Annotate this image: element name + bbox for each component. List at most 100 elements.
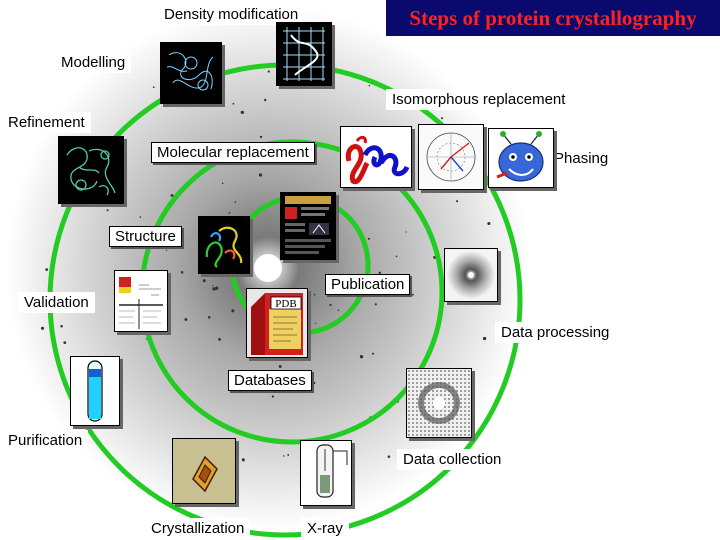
label-publication: Publication — [325, 274, 411, 295]
diffraction-spot — [337, 309, 340, 312]
test-tube-icon — [87, 360, 103, 422]
diffraction-spot — [405, 231, 407, 233]
isomorphous-replacement-thumbnail — [418, 124, 484, 190]
diffraction-spot — [329, 303, 332, 307]
diffraction-spot — [267, 70, 270, 73]
density-modification-thumbnail — [276, 22, 332, 86]
diffraction-spot — [45, 268, 49, 271]
diffraction-spot — [106, 209, 109, 212]
diffraction-spot — [40, 326, 45, 330]
diffraction-spot — [482, 336, 487, 341]
diffraction-spot — [359, 355, 364, 359]
label-databases: Databases — [228, 370, 312, 391]
diffraction-spot — [231, 309, 235, 313]
diffraction-spot — [456, 200, 459, 203]
label-phasing: Phasing — [548, 148, 615, 169]
label-isomorphous-replacement: Isomorphous replacement — [386, 89, 572, 110]
diffraction-spot — [215, 286, 219, 290]
diffraction-spot — [271, 395, 275, 398]
pdb-book-icon: PDB — [251, 293, 303, 355]
diffraction-spot — [63, 341, 67, 344]
structure-thumbnail — [198, 216, 250, 274]
electron-density-icon — [66, 147, 116, 196]
diffraction-spot — [259, 135, 263, 139]
data-processing-thumbnail — [444, 248, 498, 302]
validation-report-icon — [119, 277, 163, 329]
diffraction-spot — [207, 315, 211, 319]
diffraction-spot — [367, 237, 370, 240]
label-validation: Validation — [18, 292, 95, 313]
diffraction-spot — [202, 279, 206, 283]
diffraction-spot — [313, 293, 316, 296]
diffraction-image-icon — [447, 251, 495, 299]
label-modelling: Modelling — [55, 52, 132, 73]
pdb-label: PDB — [275, 298, 296, 310]
validation-thumbnail — [114, 270, 168, 332]
label-density-modification: Density modification — [158, 4, 305, 25]
diffraction-spot — [232, 102, 235, 105]
diffraction-spot — [165, 249, 168, 251]
diffraction-spot — [234, 201, 237, 203]
purification-thumbnail — [70, 356, 120, 426]
diffraction-spot — [258, 173, 263, 177]
diffraction-spot — [374, 303, 377, 306]
databases-thumbnail: PDB — [246, 288, 308, 358]
protein-structure-icon — [205, 226, 243, 268]
page-title: Steps of protein crystallography — [386, 0, 720, 36]
diffraction-spot — [411, 293, 414, 296]
phasing-thumbnail — [488, 128, 554, 188]
diffraction-spot — [263, 98, 267, 102]
diffraction-spot — [212, 285, 214, 287]
data-collection-thumbnail — [406, 368, 472, 438]
diffraction-spot — [184, 318, 188, 321]
density-grid-icon — [283, 27, 325, 81]
label-crystallization: Crystallization — [145, 518, 251, 539]
diffraction-spot — [241, 458, 245, 462]
diffraction-spot — [282, 455, 285, 457]
crystal-icon — [173, 439, 235, 503]
diffraction-pattern-icon — [407, 369, 471, 437]
diffraction-spot — [240, 110, 244, 115]
diffraction-spot — [170, 194, 174, 197]
journal-page-icon — [285, 196, 331, 254]
diffraction-spot — [378, 271, 382, 275]
diffraction-spot — [60, 324, 63, 328]
refinement-thumbnail — [58, 136, 124, 204]
diffraction-spot — [368, 84, 371, 87]
label-molecular-replacement: Molecular replacement — [151, 142, 315, 163]
density-map-icon — [166, 52, 214, 91]
diffraction-spot — [278, 365, 282, 368]
diffraction-spot — [218, 337, 221, 341]
diffraction-spot — [487, 221, 491, 226]
diffraction-spot — [315, 322, 317, 324]
diffraction-spot — [440, 117, 444, 120]
label-xray: X-ray — [301, 518, 349, 539]
diffraction-spot — [312, 381, 316, 385]
label-data-processing: Data processing — [495, 322, 616, 343]
diffraction-spot — [228, 212, 231, 214]
diffraction-spot — [180, 271, 184, 274]
diffraction-spot — [371, 352, 375, 355]
phasing-mascot-icon — [496, 131, 544, 182]
xray-beamline-icon — [316, 444, 348, 498]
patterson-map-icon — [426, 132, 476, 182]
xray-thumbnail — [300, 440, 352, 506]
diffraction-spot — [395, 255, 398, 258]
diffraction-spot — [139, 216, 142, 218]
diffraction-spot — [212, 287, 216, 291]
molecular-replacement-thumbnail — [340, 126, 412, 188]
structure-report-thumbnail — [280, 192, 336, 260]
label-purification: Purification — [2, 430, 89, 451]
modelling-thumbnail — [160, 42, 222, 104]
diffraction-spot — [287, 453, 290, 456]
ribbon-model-icon — [345, 135, 410, 185]
diffraction-spot — [152, 86, 155, 89]
label-data-collection: Data collection — [397, 449, 508, 470]
diffraction-spot — [387, 455, 391, 458]
label-refinement: Refinement — [2, 112, 91, 133]
diffraction-spot — [221, 182, 224, 184]
label-structure: Structure — [109, 226, 182, 247]
crystallization-thumbnail — [172, 438, 236, 504]
